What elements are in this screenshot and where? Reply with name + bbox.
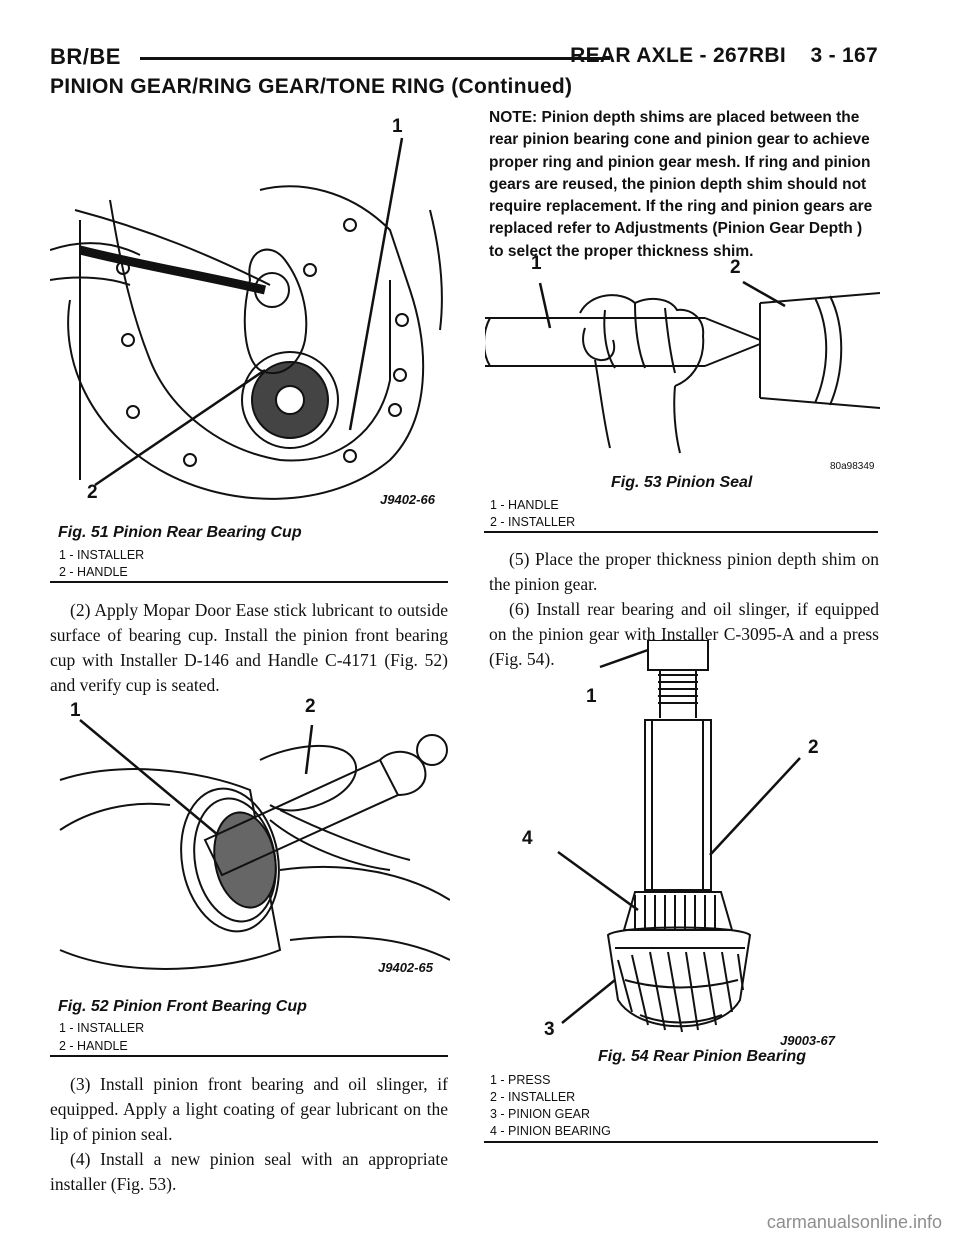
figure-53-illustration: [485, 248, 880, 470]
step-6-paragraph: (6) Install rear bearing and oil slinger…: [489, 599, 879, 669]
figure-54-callout-3: 3: [544, 1019, 555, 1040]
step-4-paragraph: (4) Install a new pinion seal with an ap…: [50, 1149, 448, 1194]
figure-51-id: J9402-66: [380, 492, 435, 507]
figure-52-id: J9402-65: [378, 960, 433, 975]
steps-3-4-text: (3) Install pinion front bearing and oil…: [50, 1072, 448, 1197]
figure-54-callout-2: 2: [808, 737, 819, 758]
figure-52-legend-item-1: 1 - INSTALLER: [59, 1021, 145, 1035]
header-section-code: BR/BE: [50, 44, 121, 69]
step-2-text: (2) Apply Mopar Door Ease stick lubrican…: [50, 598, 448, 698]
figure-53-legend-item-2: 2 - INSTALLER: [490, 515, 576, 529]
step-2-paragraph: (2) Apply Mopar Door Ease stick lubrican…: [50, 600, 448, 695]
figure-51-callout-2: 2: [87, 482, 98, 503]
figure-54-caption: Fig. 54 Rear Pinion Bearing: [598, 1048, 807, 1065]
figure-53-rule: [484, 531, 878, 533]
figure-54-callout-4: 4: [522, 828, 533, 849]
figure-51-rule: [50, 581, 448, 583]
figure-53-id: 80a98349: [830, 461, 875, 472]
footer-watermark: carmanualsonline.info: [766, 1212, 942, 1232]
figure-52-rule: [50, 1055, 448, 1057]
steps-5-6-text: (5) Place the proper thickness pinion de…: [489, 547, 879, 672]
figure-52-illustration: [50, 690, 450, 990]
figure-52-legend-item-2: 2 - HANDLE: [59, 1039, 128, 1053]
figure-53-legend-item-1: 1 - HANDLE: [490, 498, 559, 512]
header-rule: [140, 57, 610, 60]
figure-52-callout-2: 2: [305, 696, 316, 717]
figure-51-legend-item-1: 1 - INSTALLER: [59, 548, 145, 562]
figure-54-rule: [484, 1141, 878, 1143]
figure-53-caption: Fig. 53 Pinion Seal: [611, 474, 753, 491]
figure-51-caption: Fig. 51 Pinion Rear Bearing Cup: [58, 524, 302, 541]
figure-52-caption: Fig. 52 Pinion Front Bearing Cup: [58, 998, 307, 1015]
figure-54-legend-item-4: 4 - PINION BEARING: [490, 1124, 611, 1138]
figure-51-callout-1: 1: [392, 116, 403, 137]
figure-54-callout-1: 1: [586, 686, 597, 707]
step-5-paragraph: (5) Place the proper thickness pinion de…: [489, 549, 879, 594]
figure-51-legend-item-2: 2 - HANDLE: [59, 565, 128, 579]
figure-53-callout-2: 2: [730, 257, 741, 278]
figure-54-legend-item-3: 3 - PINION GEAR: [490, 1107, 591, 1121]
figure-54-legend-item-1: 1 - PRESS: [490, 1073, 551, 1087]
section-subtitle: PINION GEAR/RING GEAR/TONE RING (Continu…: [50, 75, 573, 98]
figure-54-id: J9003-67: [780, 1033, 835, 1048]
figure-54-illustration: [500, 640, 870, 1050]
step-3-paragraph: (3) Install pinion front bearing and oil…: [50, 1074, 448, 1144]
note-pinion-depth-shims: NOTE: Pinion depth shims are placed betw…: [489, 109, 873, 260]
figure-52-callout-1: 1: [70, 700, 81, 721]
header-page-ref: REAR AXLE - 267RBI 3 - 167: [570, 44, 878, 67]
figure-53-callout-1: 1: [531, 253, 542, 274]
figure-54-legend-item-2: 2 - INSTALLER: [490, 1090, 576, 1104]
figure-51-illustration: [50, 100, 450, 520]
